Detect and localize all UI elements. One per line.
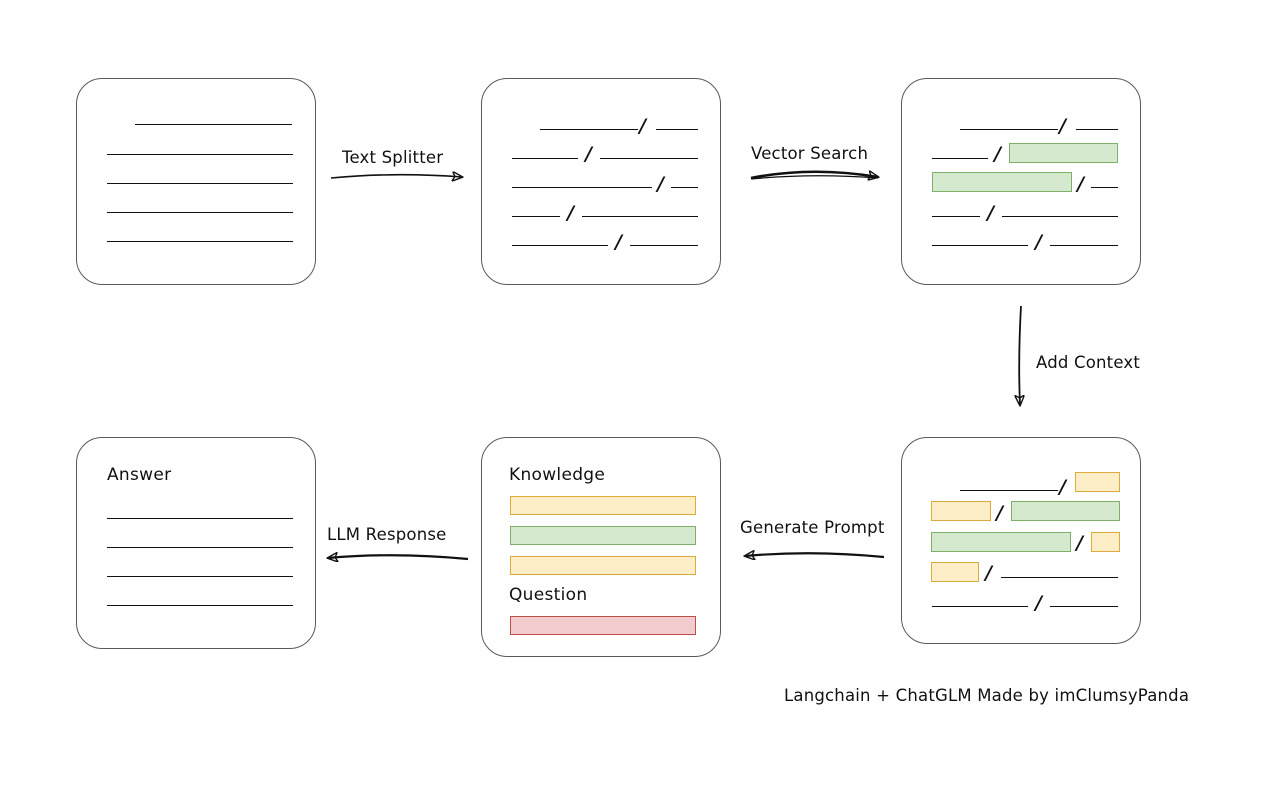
edge-label-vector-search: Vector Search bbox=[751, 144, 869, 163]
footer-credit: Langchain + ChatGLM Made by imClumsyPand… bbox=[784, 686, 1190, 705]
context-chunk-yellow[interactable] bbox=[931, 501, 991, 521]
chunk-separator: / bbox=[639, 115, 646, 137]
chunk-line bbox=[960, 490, 1058, 491]
arrow-text-splitter bbox=[330, 175, 462, 178]
arrow-llm-response bbox=[328, 555, 469, 559]
chunk-separator: / bbox=[987, 202, 994, 224]
chunk-separator: / bbox=[996, 502, 1003, 524]
knowledge-chunk-yellow[interactable] bbox=[510, 496, 696, 515]
chunk-separator: / bbox=[1059, 476, 1066, 498]
document-line bbox=[107, 154, 293, 155]
chunk-separator: / bbox=[994, 143, 1001, 165]
document-line bbox=[135, 124, 292, 125]
answer-line bbox=[107, 518, 293, 519]
answer-label: Answer bbox=[107, 465, 172, 485]
matched-chunk-green[interactable] bbox=[1009, 143, 1118, 163]
chunk-separator: / bbox=[1059, 115, 1066, 137]
chunk-line bbox=[512, 187, 652, 188]
edge-label-generate-prompt: Generate Prompt bbox=[740, 518, 885, 537]
chunk-line bbox=[656, 129, 698, 130]
arrow-generate-prompt bbox=[745, 553, 885, 557]
chunk-line bbox=[630, 245, 698, 246]
chunk-separator: / bbox=[615, 231, 622, 253]
edge-label-text-splitter: Text Splitter bbox=[342, 148, 444, 167]
context-chunk-yellow[interactable] bbox=[1091, 532, 1120, 552]
answer-line bbox=[107, 576, 293, 577]
chunk-line bbox=[932, 245, 1028, 246]
chunk-line bbox=[512, 245, 608, 246]
chunk-line bbox=[512, 216, 560, 217]
chunk-line bbox=[1001, 577, 1118, 578]
prompt-box[interactable]: Knowledge Question bbox=[481, 437, 721, 657]
source-document-box[interactable] bbox=[76, 78, 316, 285]
chunk-separator: / bbox=[567, 202, 574, 224]
matched-document-box[interactable]: / / / / / bbox=[901, 78, 1141, 285]
chunk-line bbox=[932, 158, 988, 159]
split-document-box[interactable]: / / / / / bbox=[481, 78, 721, 285]
chunk-separator: / bbox=[1035, 231, 1042, 253]
arrow-vector-search-stroke2 bbox=[750, 175, 879, 180]
document-line bbox=[107, 212, 293, 213]
edge-label-add-context: Add Context bbox=[1036, 353, 1141, 372]
chunk-line bbox=[671, 187, 698, 188]
context-chunk-yellow[interactable] bbox=[931, 562, 979, 582]
question-chunk-red[interactable] bbox=[510, 616, 696, 635]
chunk-separator: / bbox=[585, 143, 592, 165]
chunk-line bbox=[512, 158, 578, 159]
chunk-separator: / bbox=[985, 562, 992, 584]
answer-box[interactable]: Answer bbox=[76, 437, 316, 649]
document-line bbox=[107, 241, 293, 242]
chunk-line bbox=[1050, 606, 1118, 607]
chunk-line bbox=[1091, 187, 1118, 188]
context-chunk-green[interactable] bbox=[931, 532, 1071, 552]
chunk-line bbox=[540, 129, 638, 130]
answer-line bbox=[107, 547, 293, 548]
chunk-line bbox=[600, 158, 698, 159]
chunk-line bbox=[932, 216, 980, 217]
chunk-line bbox=[1050, 245, 1118, 246]
chunk-separator: / bbox=[1076, 532, 1083, 554]
chunk-separator: / bbox=[1077, 173, 1084, 195]
arrow-add-context bbox=[1019, 305, 1021, 405]
chunk-line bbox=[1076, 129, 1118, 130]
chunk-line bbox=[932, 606, 1028, 607]
edge-label-llm-response: LLM Response bbox=[327, 525, 447, 544]
chunk-line bbox=[582, 216, 698, 217]
knowledge-label: Knowledge bbox=[509, 465, 606, 485]
context-document-box[interactable]: / / / / / bbox=[901, 437, 1141, 644]
answer-line bbox=[107, 605, 293, 606]
chunk-separator: / bbox=[657, 173, 664, 195]
document-line bbox=[107, 183, 293, 184]
context-chunk-green[interactable] bbox=[1011, 501, 1120, 521]
context-chunk-yellow[interactable] bbox=[1075, 472, 1120, 492]
chunk-separator: / bbox=[1035, 592, 1042, 614]
question-label: Question bbox=[509, 585, 588, 605]
matched-chunk-green[interactable] bbox=[932, 172, 1072, 192]
chunk-line bbox=[1002, 216, 1118, 217]
arrow-vector-search bbox=[750, 172, 878, 178]
knowledge-chunk-green[interactable] bbox=[510, 526, 696, 545]
knowledge-chunk-yellow[interactable] bbox=[510, 556, 696, 575]
chunk-line bbox=[960, 129, 1058, 130]
